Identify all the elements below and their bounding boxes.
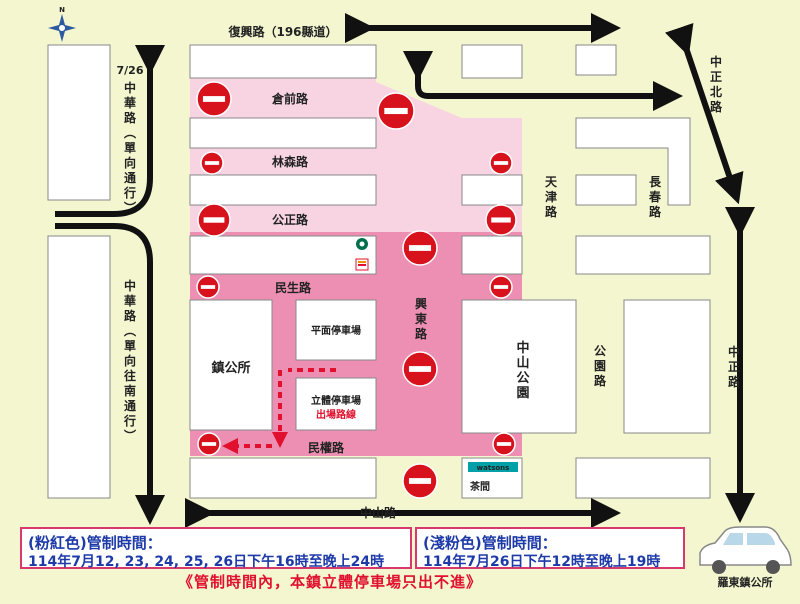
road-cangqian: 倉前路 — [271, 91, 309, 106]
legend-light-time: 114年7月26日下午12時至晚上19時 — [423, 554, 661, 570]
road-zhongzheng: 中正路 — [728, 344, 741, 389]
starbucks-logo-icon — [356, 238, 368, 250]
road-linsen: 林森路 — [272, 154, 309, 169]
place-exit-route: 出場路線 — [316, 408, 356, 421]
road-zhonghua-date: 7/26 — [117, 64, 144, 77]
watsons-label: watsons — [477, 464, 510, 472]
legend-light-title: (淺粉色)管制時間： — [423, 534, 557, 552]
road-minsheng: 民生路 — [275, 280, 312, 295]
place-town-office: 鎮公所 — [211, 360, 250, 376]
place-flat-parking: 平面停車場 — [311, 324, 361, 337]
place-zhongshan-park: 中山公園 — [516, 340, 529, 401]
no-entry-sign-icon — [489, 275, 513, 299]
traffic-arrows — [55, 13, 755, 528]
road-zhonghua-top: 中華路︵單向通行︶ — [123, 80, 137, 215]
road-changchun: 長春路 — [648, 174, 662, 219]
svg-text:N: N — [59, 6, 65, 14]
no-entry-sign-icon — [197, 203, 231, 237]
road-zhongshan: 中山路 — [360, 505, 397, 520]
road-gongyuan: 公園路 — [594, 344, 607, 388]
no-entry-sign-icon — [402, 463, 438, 499]
no-entry-sign-icon — [492, 432, 516, 456]
no-entry-sign-icon — [377, 92, 415, 130]
no-entry-signs — [196, 81, 517, 499]
road-gongzheng: 公正路 — [272, 212, 309, 227]
publisher-label: 羅東鎮公所 — [718, 575, 773, 589]
no-entry-sign-icon — [489, 151, 513, 175]
no-entry-sign-icon — [402, 351, 438, 387]
no-entry-sign-icon — [197, 432, 221, 456]
compass-rose-icon: N — [48, 6, 76, 42]
legend-pink: (粉紅色)管制時間： 114年7月12, 23, 24, 25, 26日下午16… — [20, 527, 412, 570]
road-zhongzheng-north: 中正北路 — [710, 54, 723, 114]
seven-eleven-logo-icon — [355, 258, 369, 271]
no-entry-sign-icon — [196, 81, 232, 117]
road-zhonghua-bottom: 中華路︵單向往南通行︶ — [123, 278, 137, 443]
road-xingdong: 興東路 — [415, 296, 428, 341]
no-entry-sign-icon — [485, 204, 517, 236]
exit-route-arrows — [222, 368, 336, 454]
no-entry-sign-icon — [196, 275, 220, 299]
shop-label: 茶間 — [469, 480, 490, 493]
road-minquan: 民權路 — [308, 440, 345, 455]
no-entry-sign-icon — [200, 151, 224, 175]
road-tianjin: 天津路 — [545, 175, 558, 219]
legend-pink-title: (粉紅色)管制時間： — [28, 534, 162, 552]
notice: 《管制時間內，本鎮立體停車場只出不進》 — [177, 573, 482, 591]
car-icon — [699, 526, 792, 574]
legend-light-pink: (淺粉色)管制時間： 114年7月26日下午12時至晚上19時 — [415, 527, 685, 570]
road-fuxing: 復興路（196縣道） — [227, 24, 337, 39]
no-entry-sign-icon — [402, 230, 438, 266]
place-multi-parking: 立體停車場 — [311, 394, 361, 407]
watsons-logo-icon — [468, 462, 518, 472]
legend-pink-time: 114年7月12, 23, 24, 25, 26日下午16時至晚上24時 — [28, 554, 385, 570]
light-pink-zone — [190, 78, 522, 232]
